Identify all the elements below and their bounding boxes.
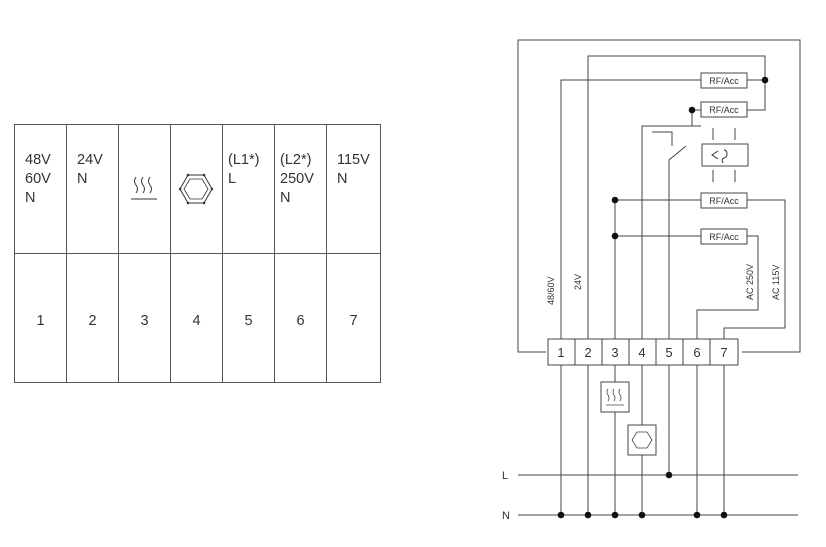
line-label-N: N [502, 510, 510, 522]
heater-icon [131, 176, 157, 200]
module-label: RF/Acc [709, 196, 739, 206]
wire-label: AC 250V [745, 264, 755, 300]
column-number: 7 [349, 313, 358, 329]
wire-label: 48/60V [546, 276, 556, 305]
column-number: 6 [296, 313, 305, 329]
terminal-table: 48V 60V N 1 24V N 2 3 4 (L1*) L 5 (L2*) … [14, 124, 381, 383]
table-column-5: (L1*) L 5 [223, 125, 275, 382]
thermostat-icon [711, 149, 728, 164]
housing-outline [517, 39, 801, 353]
thermostat-box [701, 143, 749, 167]
terminal-number: 5 [665, 345, 672, 360]
wire-label: 24V [573, 274, 583, 290]
table-column-3: 3 [119, 125, 171, 382]
column-number: 4 [192, 313, 201, 329]
column-number: 1 [36, 313, 45, 329]
line-label-L: L [502, 470, 508, 482]
column-number: 2 [88, 313, 97, 329]
table-column-7: 115V N 7 [327, 125, 380, 382]
fan-icon [179, 173, 213, 205]
column-header: (L2*) 250V N [280, 152, 314, 206]
table-column-2: 24V N 2 [67, 125, 119, 382]
module-label: RF/Acc [709, 232, 739, 242]
table-column-4: 4 [171, 125, 223, 382]
table-divider [15, 253, 380, 254]
terminal-number: 6 [693, 345, 700, 360]
terminal-number: 2 [584, 345, 591, 360]
module-label: RF/Acc [709, 105, 739, 115]
terminal-block [547, 338, 739, 366]
terminal-number: 7 [720, 345, 727, 360]
table-column-1: 48V 60V N 1 [15, 125, 67, 382]
wire-label: AC 115V [771, 265, 781, 300]
column-number: 5 [244, 313, 253, 329]
column-header: 48V 60V N [25, 152, 51, 206]
module-label: RF/Acc [709, 76, 739, 86]
column-header: (L1*) L [228, 152, 260, 187]
heater-load-box [600, 381, 630, 413]
column-number: 3 [140, 313, 149, 329]
column-header: 115V N [337, 152, 370, 187]
terminal-number: 3 [611, 345, 618, 360]
terminal-number: 1 [557, 345, 564, 360]
terminal-number: 4 [638, 345, 645, 360]
table-column-6: (L2*) 250V N 6 [275, 125, 327, 382]
column-header: 24V N [77, 152, 103, 187]
fan-load-box [627, 424, 657, 456]
